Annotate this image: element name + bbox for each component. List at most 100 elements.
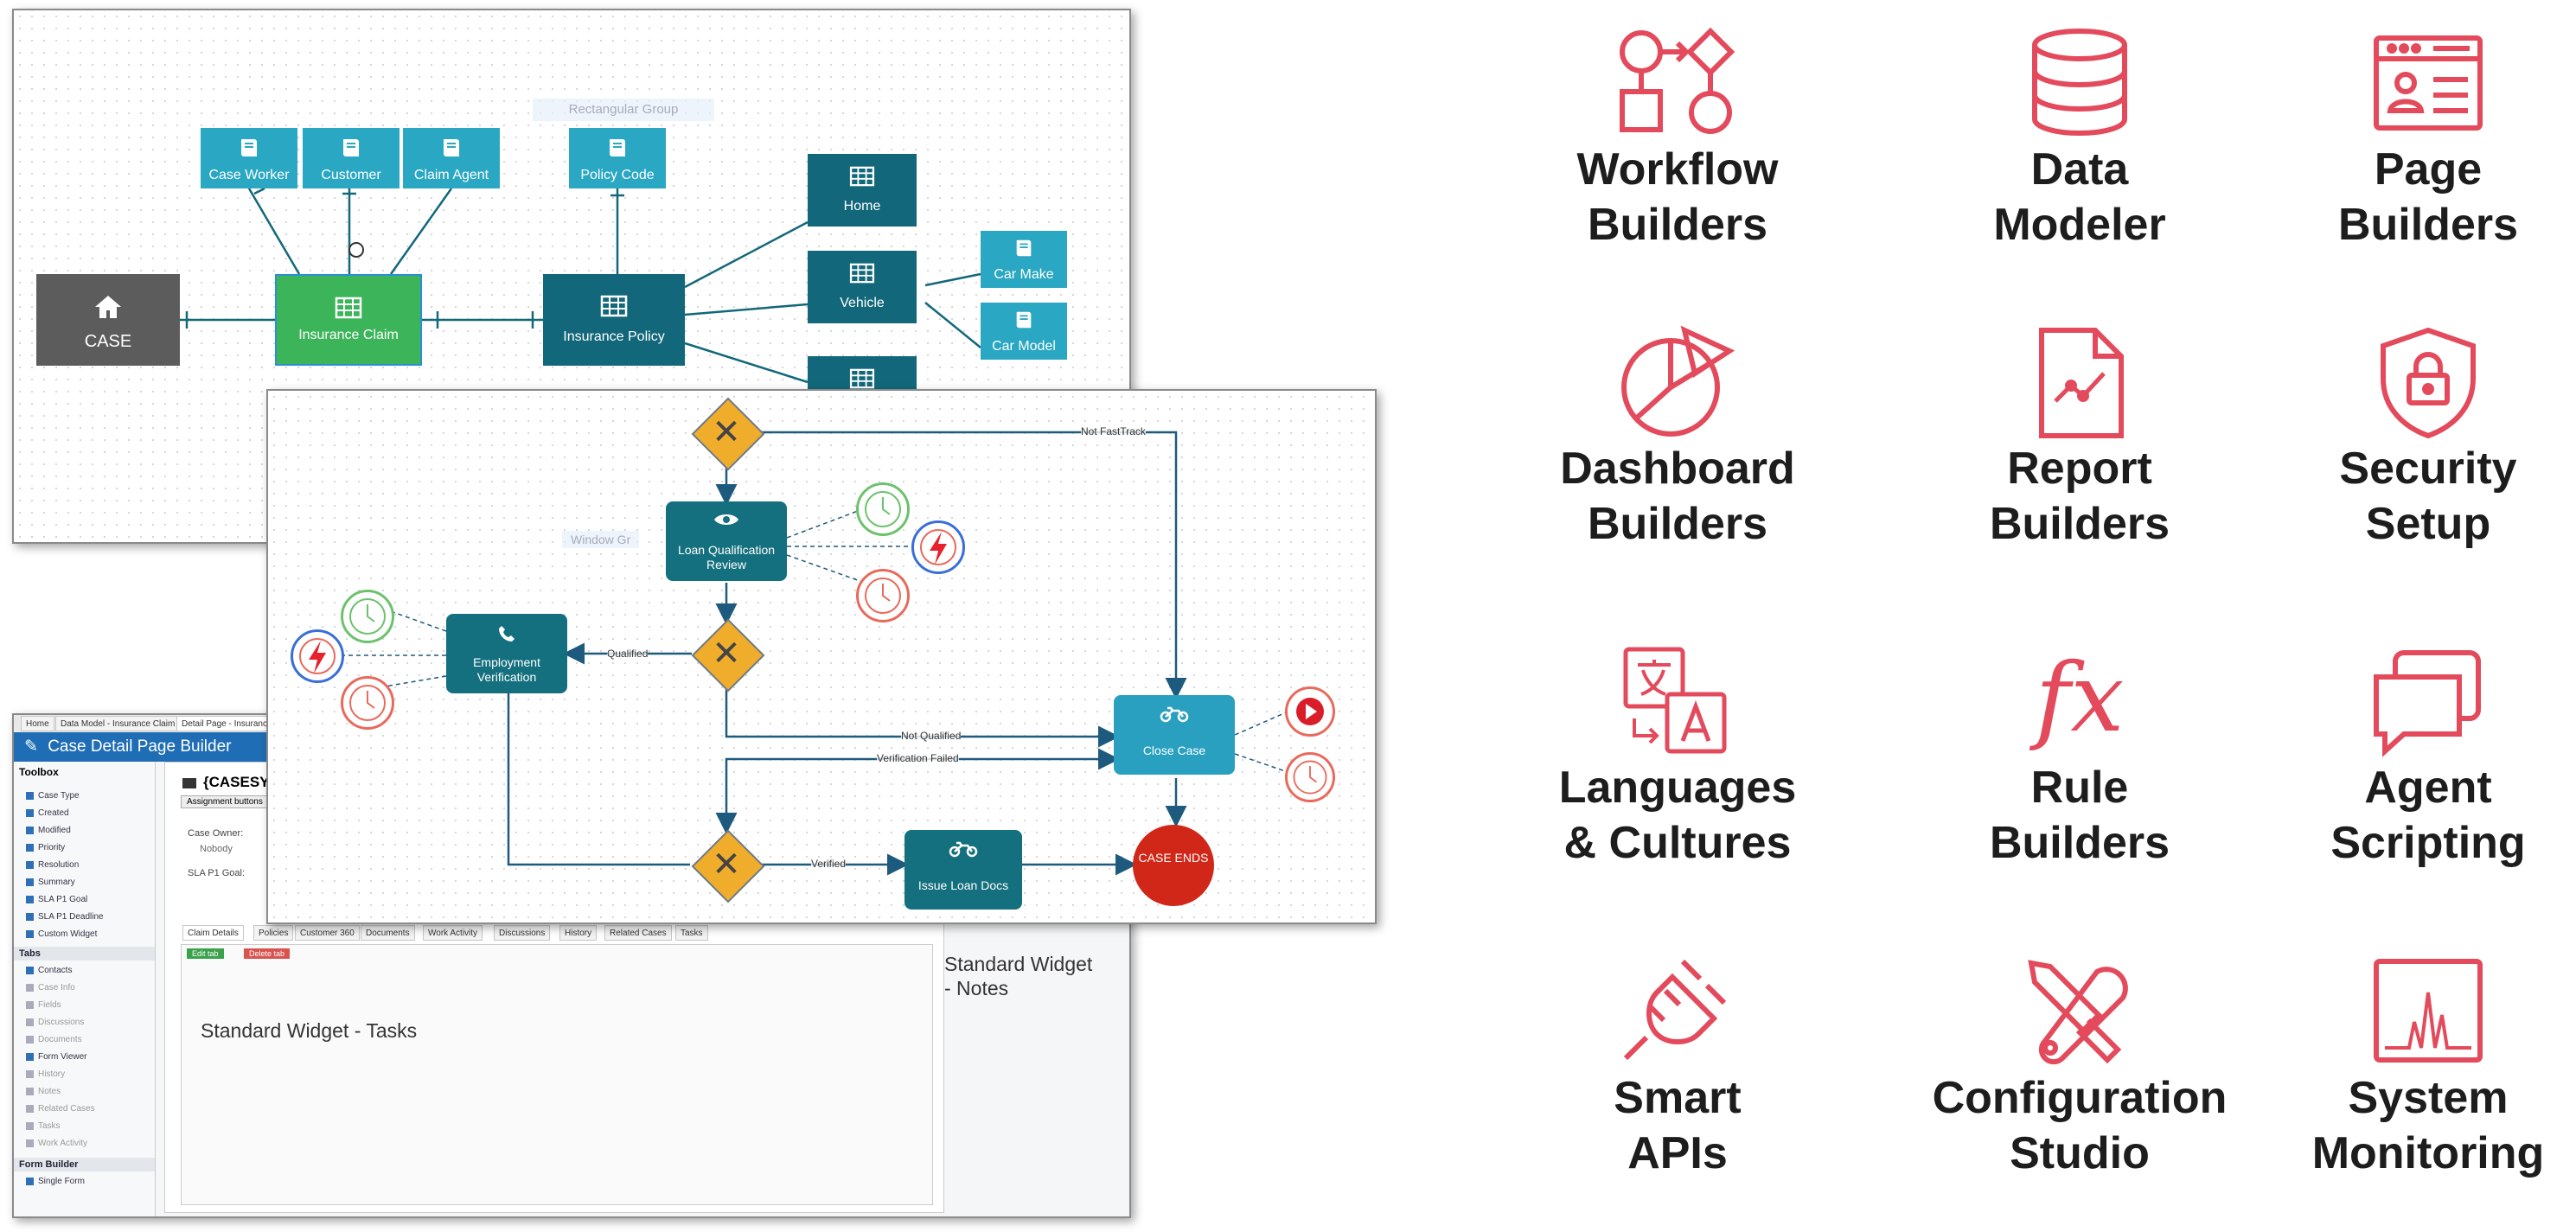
tab-item[interactable]: Contacts: [26, 966, 72, 975]
group-label: Rectangular Group: [533, 99, 714, 121]
entity-case[interactable]: CASE: [36, 274, 180, 366]
table-icon: [600, 295, 628, 317]
toolbox-item[interactable]: Custom Widget: [26, 929, 97, 939]
translate-icon: [1623, 647, 1727, 754]
page-icon: [2374, 35, 2483, 131]
tab-item[interactable]: Case Info: [26, 983, 75, 993]
task-employment-verification[interactable]: Employment Verification: [446, 614, 567, 693]
workflow-connectors: [318, 431, 1291, 876]
entity-car-make[interactable]: Car Make: [981, 231, 1067, 288]
entity-vehicle[interactable]: Vehicle: [808, 251, 917, 323]
end-event-case-ends[interactable]: CASE ENDS: [1133, 825, 1214, 906]
feature-title: Scripting: [2330, 818, 2526, 868]
feature-title: Languages: [1558, 763, 1797, 813]
entity-claim-agent[interactable]: Claim Agent: [403, 128, 500, 188]
content-tab[interactable]: History: [559, 925, 598, 941]
content-tab[interactable]: Work Activity: [423, 925, 483, 941]
toolbox-item[interactable]: Created: [26, 808, 69, 818]
entity-insurance-policy[interactable]: Insurance Policy: [543, 274, 685, 366]
entity-insurance-claim[interactable]: Insurance Claim: [275, 274, 422, 366]
feature-title: Dashboard: [1560, 444, 1795, 494]
feature-title: Configuration: [1932, 1073, 2228, 1123]
lightning-icon: [920, 529, 956, 565]
feature-title: Agent: [2364, 763, 2492, 813]
tab-home[interactable]: Home: [21, 716, 54, 731]
toolbox-item[interactable]: Summary: [26, 878, 75, 887]
tab-item[interactable]: History: [26, 1069, 65, 1079]
toolbox-item[interactable]: Resolution: [26, 860, 79, 870]
feature-title: Monitoring: [2311, 1128, 2545, 1178]
tab-data-model[interactable]: Data Model - Insurance Claim: [55, 716, 181, 731]
signal-event[interactable]: [291, 629, 344, 683]
content-tab[interactable]: Discussions: [494, 925, 551, 941]
entity-car-model[interactable]: Car Model: [981, 303, 1067, 360]
delete-tab-button[interactable]: Delete tab: [244, 948, 291, 959]
play-event[interactable]: [1285, 686, 1335, 737]
tab-item[interactable]: Discussions: [26, 1018, 84, 1027]
lightning-icon: [299, 638, 336, 674]
toolbox-item[interactable]: Priority: [26, 843, 65, 852]
entity-label: CASE: [84, 332, 132, 351]
assignment-buttons[interactable]: Assignment buttons: [181, 795, 269, 808]
toolbox-item[interactable]: SLA P1 Deadline: [26, 912, 104, 922]
toolbox-item[interactable]: Case Type: [26, 791, 80, 801]
feature-title: Builders: [1587, 499, 1768, 549]
feature-title: APIs: [1627, 1128, 1728, 1178]
content-tab[interactable]: Customer 360: [295, 925, 360, 941]
tab-item[interactable]: Tasks: [26, 1121, 61, 1131]
edit-tab-button[interactable]: Edit tab: [187, 948, 224, 959]
erd-screenshot: Rectangular Group Case Worker C: [12, 9, 1131, 544]
tab-item[interactable]: Form Viewer: [26, 1052, 87, 1062]
tab-item[interactable]: Documents: [26, 1035, 82, 1044]
feature-data-modeler: Data Modeler: [1898, 26, 2261, 252]
feature-rule-builders: fx Rule Builders: [1898, 644, 2261, 871]
form-item[interactable]: Single Form: [26, 1177, 85, 1186]
content-tab[interactable]: Policies: [253, 925, 294, 941]
feature-report-builders: Report Builders: [1898, 325, 2261, 552]
widget-tasks: Standard Widget - Tasks: [201, 1019, 418, 1042]
timer-event[interactable]: [341, 676, 394, 730]
entity-home[interactable]: Home: [808, 154, 917, 227]
content-tab[interactable]: Related Cases: [604, 925, 672, 941]
tab-item[interactable]: Fields: [26, 1000, 61, 1010]
sla-label: SLA P1 Goal:: [188, 868, 246, 878]
plug-icon: [1623, 959, 1727, 1061]
tab-detail-page[interactable]: Detail Page - Insurance: [176, 716, 278, 731]
entity-customer[interactable]: Customer: [303, 128, 400, 188]
timer-event[interactable]: [1285, 752, 1335, 802]
table-icon: [335, 297, 362, 319]
task-loan-qualification-review[interactable]: Loan Qualification Review: [666, 501, 787, 581]
task-close-case[interactable]: Close Case: [1114, 695, 1235, 775]
feature-title: Builders: [1989, 499, 2170, 549]
form-builder-section-header[interactable]: Form Builder: [14, 1158, 155, 1171]
content-tab[interactable]: Documents: [361, 925, 415, 941]
content-tab[interactable]: Tasks: [675, 925, 708, 941]
tabs-section-header[interactable]: Tabs: [14, 947, 155, 961]
tab-item[interactable]: Related Cases: [26, 1104, 95, 1114]
tab-item[interactable]: Work Activity: [26, 1139, 87, 1148]
brush-icon: ✎: [24, 737, 38, 756]
content-tab[interactable]: Claim Details: [182, 925, 244, 941]
table-icon: [849, 263, 875, 284]
entity-label: Case Worker: [208, 168, 290, 182]
feature-security-setup: Security Setup: [2247, 325, 2576, 552]
tab-item[interactable]: Notes: [26, 1087, 61, 1096]
entity-case-worker[interactable]: Case Worker: [201, 128, 297, 188]
task-issue-loan-docs[interactable]: Issue Loan Docs: [904, 830, 1022, 910]
entity-policy-code[interactable]: Policy Code: [569, 128, 666, 188]
chat-bubbles-icon: [2374, 650, 2481, 757]
window-group-label: Window Gr: [562, 531, 640, 548]
shield-lock-icon: [2381, 327, 2476, 439]
toolbox-item[interactable]: Modified: [26, 826, 71, 835]
entity-label: Home: [843, 199, 881, 214]
workflow-icon: [1620, 27, 1735, 134]
folder-icon: [182, 778, 196, 788]
timer-event[interactable]: [341, 590, 394, 643]
feature-title: Studio: [2010, 1128, 2150, 1178]
timer-event[interactable]: [856, 569, 910, 622]
signal-event[interactable]: [911, 520, 965, 574]
timer-event[interactable]: [856, 482, 910, 536]
clock-icon: [865, 491, 901, 527]
toolbox-item[interactable]: SLA P1 Goal: [26, 895, 87, 904]
play-icon: [1296, 698, 1324, 725]
